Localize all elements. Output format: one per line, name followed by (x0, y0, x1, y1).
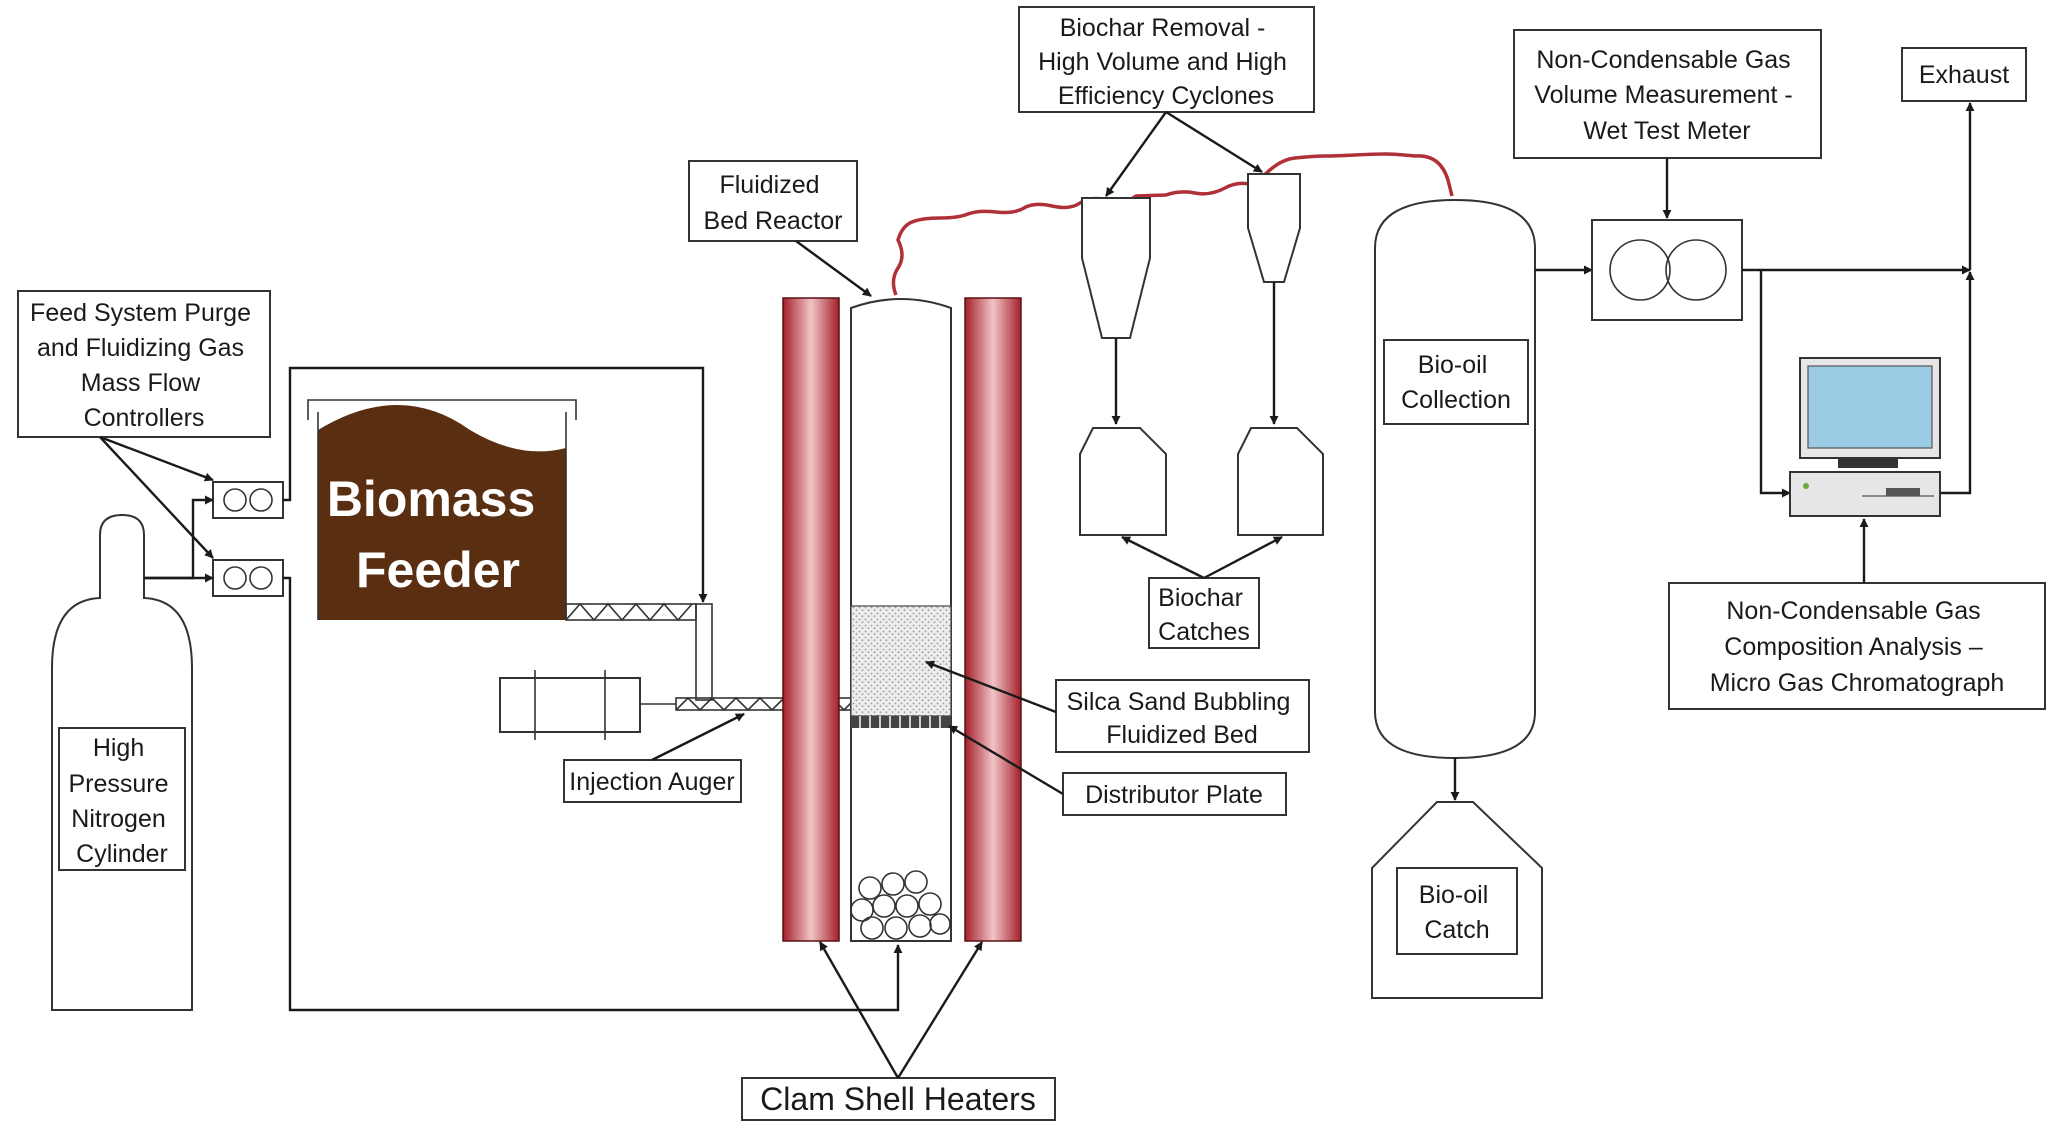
wet-test-meter-label-box (1513, 29, 1822, 159)
clam-shell-label: Clam Shell Heaters (760, 1081, 1036, 1117)
exhaust-label: Exhaust (1919, 61, 2009, 89)
cyclone-2 (1247, 173, 1301, 283)
biochar-catches-label-box (1148, 577, 1260, 649)
bio-oil-collection-label-box (1383, 339, 1529, 425)
biochar-catches-label: Biochar Catches (1158, 584, 1250, 646)
auger-motor (499, 677, 641, 733)
heated-vapor-line (891, 152, 1454, 296)
silica-sand-label: Silca Sand Bubbling Fluidized Bed (1067, 688, 1298, 749)
fluidized-bed-reactor: Fluidized Bed Reactor Silca Sand Bubblin… (688, 160, 1310, 1121)
wet-test-meter-label: Non-Condensable Gas Volume Measurement -… (1534, 46, 1799, 145)
biochar-removal-label: Biochar Removal - High Volume and High E… (1038, 14, 1294, 110)
injection-auger-label: Injection Auger (569, 768, 734, 796)
monitor-screen (1807, 365, 1933, 449)
reactor-label-box (688, 160, 858, 242)
wet-test-meter (1591, 219, 1743, 321)
sand-bed (850, 605, 952, 717)
bio-oil-collection: Bio-oil Collection Bio-oil Catch (1371, 198, 1593, 999)
mass-flow-controllers: Feed System Purge and Fluidizing Gas Mas… (17, 290, 903, 1012)
distributor-plate (851, 716, 951, 728)
nitrogen-cylinder: High Pressure Nitrogen Cylinder (51, 513, 193, 1011)
feed-system-label: Feed System Purge and Fluidizing Gas Mas… (30, 299, 258, 432)
gc-label: Non-Condensable Gas Composition Analysis… (1710, 597, 2005, 697)
bio-oil-condenser (1374, 198, 1536, 760)
gas-analysis: Non-Condensable Gas Volume Measurement -… (1513, 29, 2046, 710)
gc-computer (1789, 357, 1941, 517)
bio-oil-catch-label: Bio-oil Catch (1419, 881, 1495, 944)
injection-auger-label-box (563, 759, 742, 803)
feed-system-label-box (17, 290, 271, 438)
biochar-catch-1 (1079, 427, 1167, 536)
ceramic-balls (850, 870, 951, 940)
biomass-fill (318, 405, 566, 620)
nitrogen-label: High Pressure Nitrogen Cylinder (69, 734, 176, 868)
cyclone-1 (1081, 197, 1151, 339)
reactor-label: Fluidized Bed Reactor (704, 171, 843, 235)
bio-oil-collection-label: Bio-oil Collection (1401, 351, 1511, 414)
nitrogen-label-box (58, 727, 186, 871)
biochar-catch-2 (1237, 427, 1324, 536)
clam-shell-heater-right (964, 297, 1022, 942)
biomass-feeder: Biomass Feeder (307, 399, 713, 701)
gc-label-box (1668, 582, 2046, 710)
biomass-feeder-label: Biomass Feeder (327, 471, 549, 598)
bio-oil-catch-label-box (1396, 867, 1518, 955)
silica-sand-label-box (1055, 679, 1310, 753)
exhaust-label-box (1901, 47, 2027, 102)
distributor-plate-label: Distributor Plate (1085, 781, 1263, 809)
clam-shell-heater-left (782, 297, 840, 942)
injection-auger: Injection Auger (499, 670, 899, 803)
cyclones: Biochar Removal - High Volume and High E… (1018, 6, 1324, 649)
